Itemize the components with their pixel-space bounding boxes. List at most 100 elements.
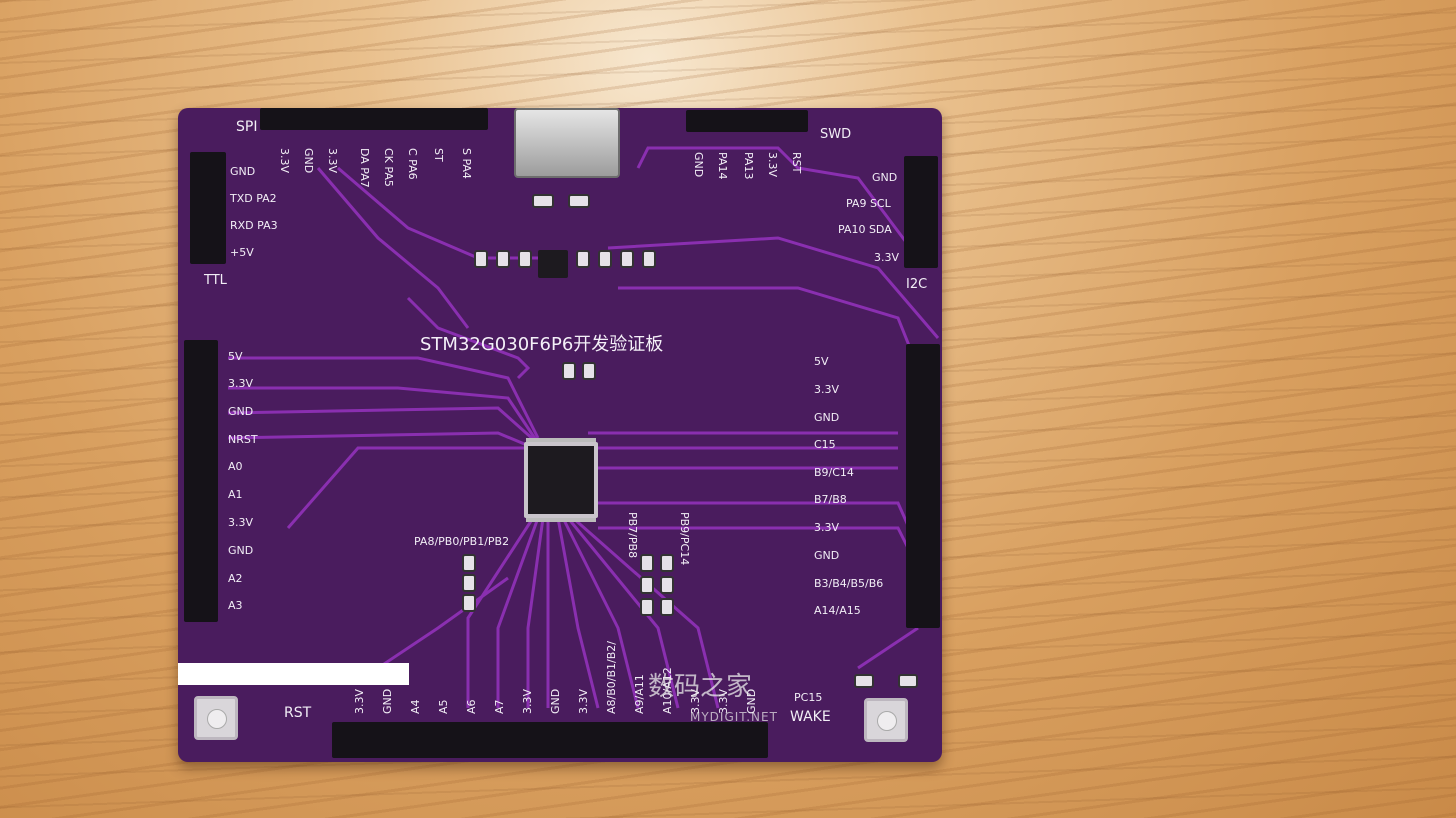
- swd-pin-label: 3.3V: [766, 152, 779, 178]
- swd-pin-label: GND: [692, 152, 705, 178]
- jumper-pad: [660, 598, 674, 616]
- jumper-pad: [462, 554, 476, 572]
- ttl-label: TTL: [204, 273, 227, 288]
- redaction-bar: [178, 663, 409, 685]
- bottom-pin-label: GND: [549, 688, 562, 714]
- ttl-header[interactable]: [190, 152, 226, 264]
- spi-pin-label: 3.3V: [278, 148, 291, 174]
- jumper-label-pb9: PB9/PC14: [678, 512, 691, 566]
- right-pin-label: C15: [814, 438, 836, 451]
- smd-capacitor: [582, 362, 596, 380]
- smd-capacitor: [532, 194, 554, 208]
- reset-button-label: RST: [284, 705, 312, 721]
- bottom-pin-label: 3.3V: [521, 688, 534, 714]
- wake-button[interactable]: [864, 698, 908, 742]
- ttl-pin-label: +5V: [230, 246, 254, 259]
- jumper-pad: [462, 574, 476, 592]
- board-title: STM32G030F6P6开发验证板: [420, 334, 664, 355]
- bottom-pin-label: 3.3V: [353, 688, 366, 714]
- jumper-pad: [640, 554, 654, 572]
- jumper-pad: [462, 594, 476, 612]
- smd-resistor: [576, 250, 590, 268]
- left-pin-label: A2: [228, 572, 243, 585]
- swd-pin-label: PA14: [716, 152, 729, 180]
- smd-resistor: [496, 250, 510, 268]
- left-pin-label: 3.3V: [228, 516, 254, 529]
- right-pin-label: GND: [814, 549, 840, 562]
- spi-pin-label: ST: [432, 148, 445, 162]
- right-pin-label: 3.3V: [814, 521, 840, 534]
- left-pin-label: 3.3V: [228, 377, 254, 390]
- smd-resistor: [518, 250, 532, 268]
- watermark-logo: 数码之家: [648, 672, 753, 702]
- smd-resistor: [642, 250, 656, 268]
- spi-header[interactable]: [260, 108, 488, 130]
- smd-capacitor: [568, 194, 590, 208]
- watermark-subtitle: MYDIGIT.NET: [690, 710, 778, 724]
- bottom-pin-label: A8/B0/B1/B2/: [605, 641, 618, 714]
- i2c-pin-label: PA9 SCL: [846, 197, 891, 210]
- ttl-pin-label: GND: [230, 165, 256, 178]
- bottom-pin-label: 3.3V: [577, 688, 590, 714]
- spi-pin-label: GND: [302, 148, 315, 174]
- usb-c-connector[interactable]: [514, 108, 620, 178]
- swd-header[interactable]: [686, 110, 808, 132]
- left-pin-label: A1: [228, 488, 243, 501]
- bottom-pin-label: A4: [409, 699, 422, 714]
- spi-pin-label: C PA6: [406, 148, 419, 180]
- copper-traces: [227, 146, 940, 709]
- right-pin-label: A14/A15: [814, 604, 861, 617]
- right-pin-label: B9/C14: [814, 466, 854, 479]
- swd-label: SWD: [820, 127, 852, 142]
- right-pin-label: 5V: [814, 355, 829, 368]
- i2c-pin-label: PA10 SDA: [838, 223, 892, 236]
- led-indicator: [898, 674, 918, 688]
- right-pin-label: 3.3V: [814, 383, 840, 396]
- jumper-label-pb7: PB7/PB8: [626, 512, 639, 559]
- jumper-label-pa8: PA8/PB0/PB1/PB2: [414, 535, 510, 548]
- jumper-pad: [640, 598, 654, 616]
- pcb-board: SPI 3.3V GND 3.3V DA PA7 CK PA5 C PA6 ST…: [178, 108, 942, 762]
- jumper-pad: [660, 554, 674, 572]
- smd-resistor: [598, 250, 612, 268]
- right-pin-label: GND: [814, 411, 840, 424]
- bottom-pin-label: GND: [381, 688, 394, 714]
- ttl-pin-label: TXD PA2: [230, 192, 277, 205]
- left-header[interactable]: [184, 340, 218, 622]
- i2c-pin-label: GND: [872, 171, 898, 184]
- right-header[interactable]: [906, 344, 940, 628]
- bottom-pin-label: A7: [493, 699, 506, 714]
- bottom-header[interactable]: [332, 722, 768, 758]
- spi-pin-label: S PA4: [460, 148, 473, 179]
- mcu-chip: [524, 442, 598, 518]
- ttl-pin-label: RXD PA3: [230, 219, 278, 232]
- spi-label: SPI: [236, 119, 258, 135]
- reset-button[interactable]: [194, 696, 238, 740]
- smd-capacitor: [562, 362, 576, 380]
- smd-resistor: [620, 250, 634, 268]
- left-pin-label: A0: [228, 460, 243, 473]
- bottom-pin-label: A5: [437, 699, 450, 714]
- swd-pin-label: RST: [790, 152, 803, 174]
- spi-pin-label: 3.3V: [326, 148, 339, 174]
- spi-pin-label: DA PA7: [358, 148, 371, 188]
- left-pin-label: A3: [228, 599, 243, 612]
- smd-resistor: [474, 250, 488, 268]
- left-pin-label: GND: [228, 405, 254, 418]
- wake-button-label: WAKE: [790, 709, 831, 725]
- regulator-chip: [538, 250, 568, 278]
- left-pin-label: 5V: [228, 350, 243, 363]
- left-pin-label: NRST: [228, 433, 258, 446]
- jumper-pad: [640, 576, 654, 594]
- left-pin-label: GND: [228, 544, 254, 557]
- i2c-label: I2C: [906, 277, 928, 292]
- right-pin-label: B3/B4/B5/B6: [814, 577, 884, 590]
- swd-pin-label: PA13: [742, 152, 755, 180]
- i2c-pin-label: 3.3V: [874, 251, 900, 264]
- i2c-header[interactable]: [904, 156, 938, 268]
- bottom-pin-label: A6: [465, 699, 478, 714]
- spi-pin-label: CK PA5: [382, 148, 395, 187]
- wake-pin-label: PC15: [794, 691, 823, 704]
- led-indicator: [854, 674, 874, 688]
- bottom-pin-label: A9/A11: [633, 674, 646, 714]
